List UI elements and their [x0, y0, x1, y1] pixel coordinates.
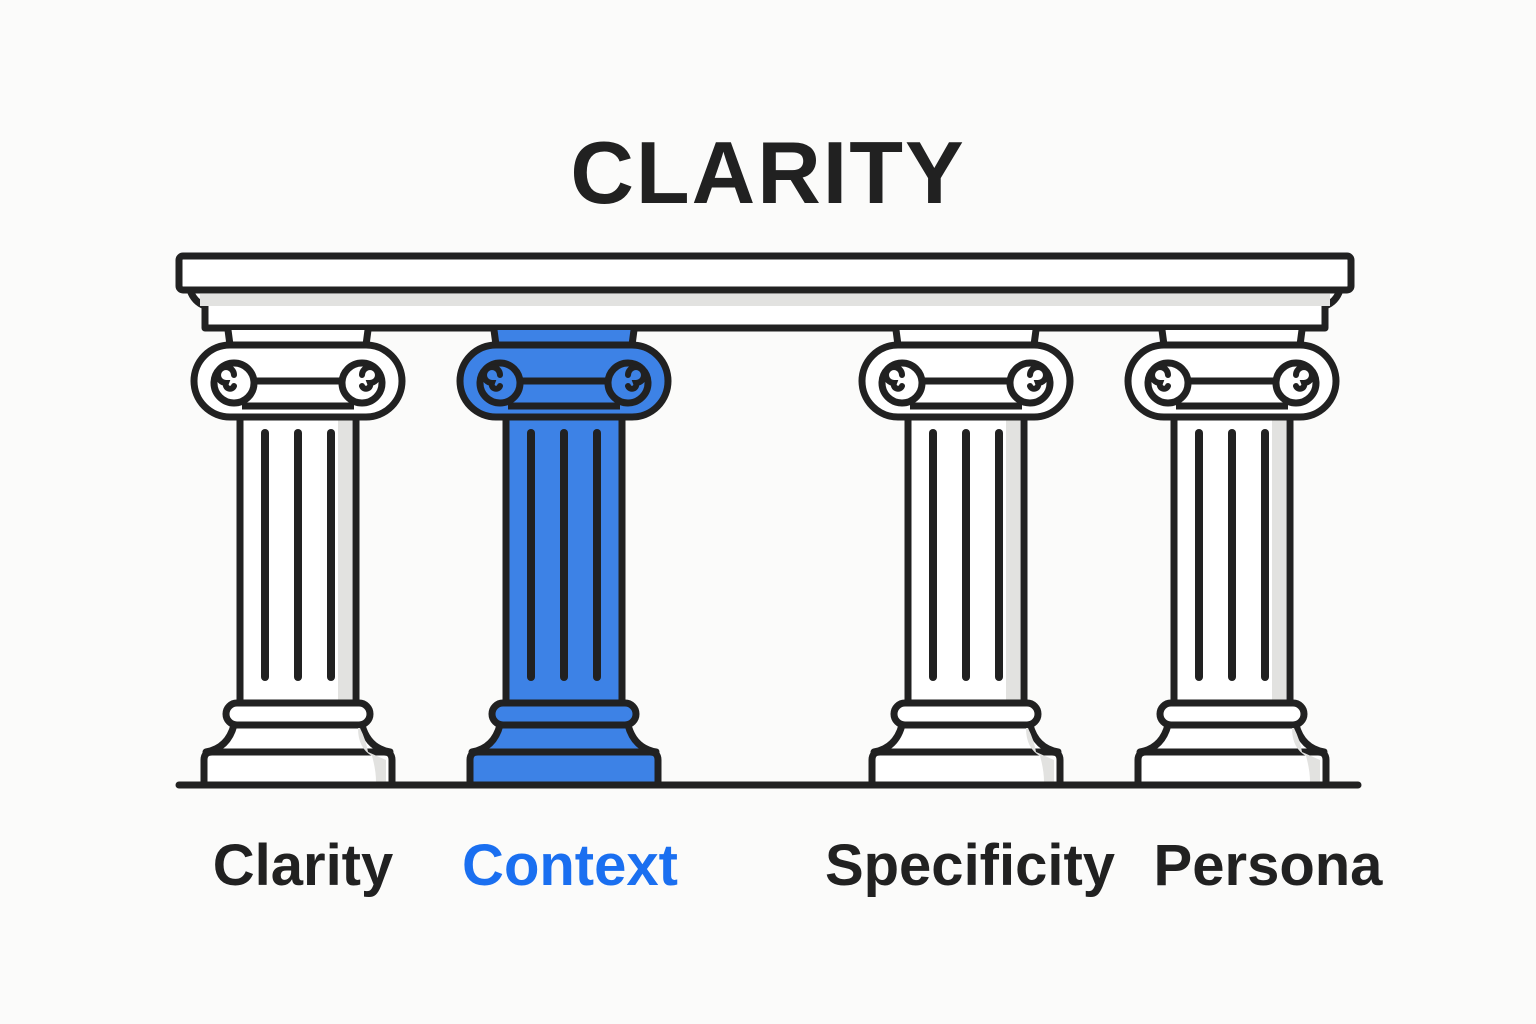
volute-spiral-icon	[1027, 364, 1049, 392]
column-plinth	[1134, 748, 1330, 785]
column-specificity	[858, 329, 1074, 785]
pillar-label-context: Context	[462, 833, 678, 898]
pillar-label-specificity: Specificity	[824, 833, 1116, 898]
column-persona	[1124, 329, 1340, 785]
volute-spiral-icon	[1149, 364, 1171, 392]
column-base-shadow	[1026, 728, 1054, 782]
entablature	[175, 252, 1355, 332]
entablature-shadow	[200, 294, 1330, 306]
column-base-flare	[468, 721, 660, 756]
column-clarity	[190, 329, 406, 785]
volute-spiral-icon	[215, 364, 237, 392]
column-base-shadow	[1292, 728, 1320, 782]
entablature-top-slab	[175, 252, 1355, 294]
pillar-label-persona: Persona	[1153, 833, 1383, 898]
column-shaft-shadow	[1006, 412, 1020, 702]
column-shaft-shadow	[338, 412, 352, 702]
column-base-shadow	[358, 728, 386, 782]
volute-icon	[338, 359, 386, 407]
column-plinth	[466, 748, 662, 785]
volute-spiral-icon	[883, 364, 905, 392]
column-shaft-shadow	[1272, 412, 1286, 702]
volute-spiral-icon	[625, 364, 647, 392]
volute-spiral-icon	[1293, 364, 1315, 392]
volute-spiral-icon	[481, 364, 503, 392]
volute-spiral-icon	[359, 364, 381, 392]
column-plinth	[200, 748, 396, 785]
volute-icon	[210, 359, 258, 407]
pillar-label-clarity: Clarity	[212, 833, 394, 898]
volute-icon	[878, 359, 926, 407]
diagram-title: CLARITY	[570, 123, 966, 222]
column-plinth	[868, 748, 1064, 785]
column-context	[456, 329, 672, 785]
